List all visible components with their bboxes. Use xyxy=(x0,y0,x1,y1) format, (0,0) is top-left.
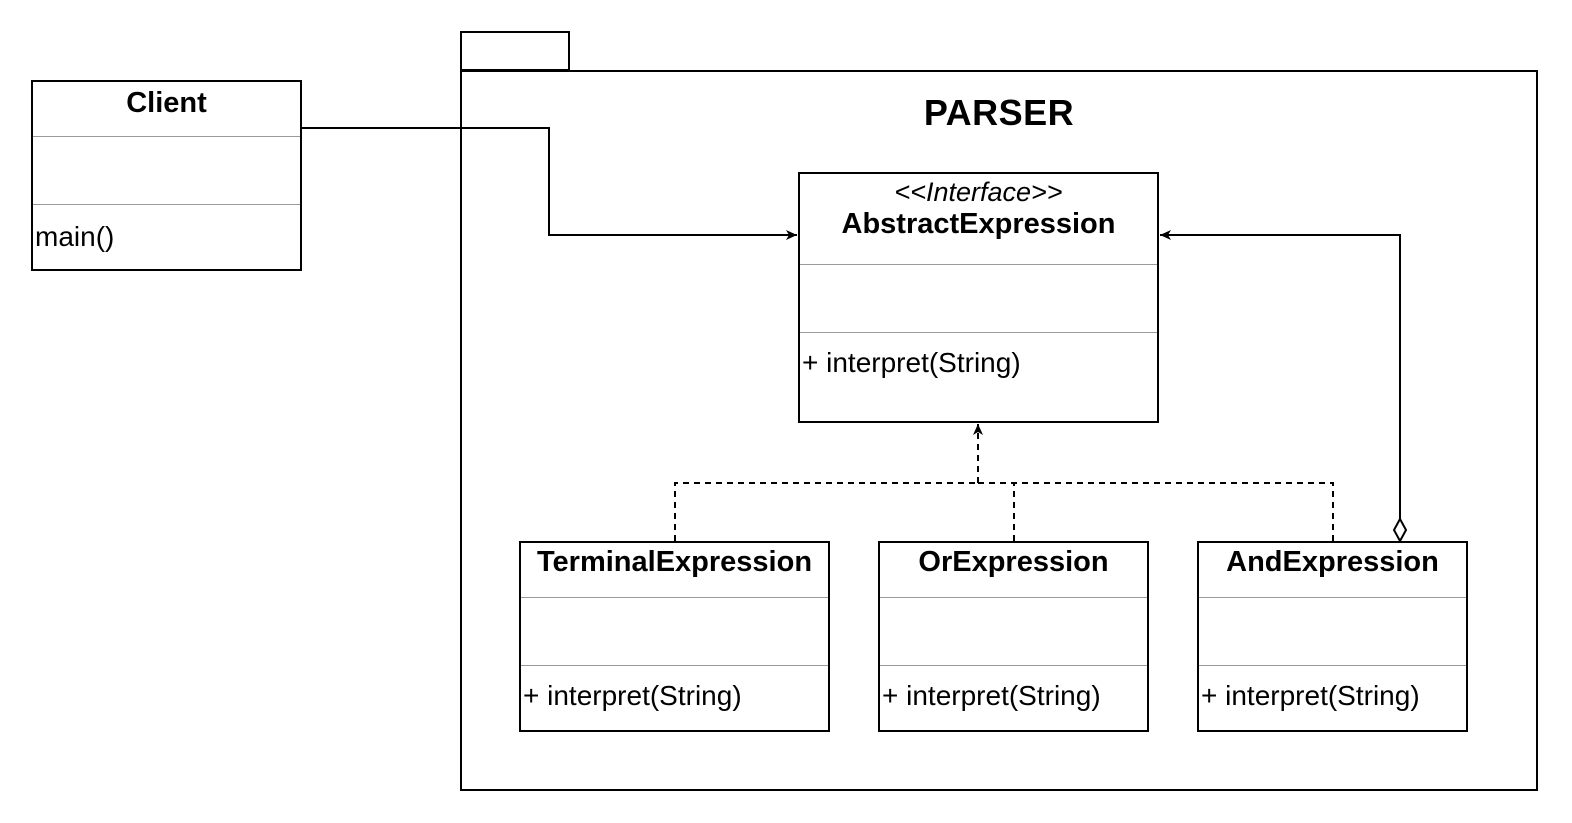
class-or-expression-operations: + interpret(String) xyxy=(880,665,1147,712)
package-tab xyxy=(460,31,570,71)
class-or-expression-header: OrExpression xyxy=(880,543,1147,597)
class-abstract-expression-stereotype: <<Interface>> xyxy=(894,177,1063,207)
association-client-to-abstract-line xyxy=(301,127,797,240)
class-or-expression-attributes xyxy=(880,597,1147,665)
class-client-attributes xyxy=(33,136,300,204)
class-abstract-expression-operation: + interpret(String) xyxy=(802,347,1021,378)
class-terminal-expression-operation: + interpret(String) xyxy=(523,680,742,711)
class-terminal-expression[interactable]: TerminalExpression + interpret(String) xyxy=(519,541,830,732)
class-and-expression-operation: + interpret(String) xyxy=(1201,680,1420,711)
class-abstract-expression-operations: + interpret(String) xyxy=(800,332,1157,379)
class-or-expression-name: OrExpression xyxy=(918,546,1109,578)
class-abstract-expression-attributes xyxy=(800,264,1157,332)
class-terminal-expression-attributes xyxy=(521,597,828,665)
class-abstract-expression-header: <<Interface>> AbstractExpression xyxy=(800,174,1157,264)
class-and-expression-operations: + interpret(String) xyxy=(1199,665,1466,712)
class-terminal-expression-name: TerminalExpression xyxy=(536,546,813,578)
class-client-header: Client xyxy=(33,82,300,136)
package-title: PARSER xyxy=(923,92,1075,133)
realization-and-line xyxy=(978,482,1334,541)
aggregation-and-to-abstract-line xyxy=(1160,230,1401,519)
class-terminal-expression-operations: + interpret(String) xyxy=(521,665,828,712)
class-client[interactable]: Client main() xyxy=(31,80,302,271)
class-and-expression-name: AndExpression xyxy=(1226,546,1439,578)
class-client-operation: main() xyxy=(35,221,115,252)
class-abstract-expression-name: AbstractExpression xyxy=(841,208,1116,240)
class-abstract-expression[interactable]: <<Interface>> AbstractExpression + inter… xyxy=(798,172,1159,423)
class-or-expression-operation: + interpret(String) xyxy=(882,680,1101,711)
class-and-expression[interactable]: AndExpression + interpret(String) xyxy=(1197,541,1468,732)
class-or-expression[interactable]: OrExpression + interpret(String) xyxy=(878,541,1149,732)
class-client-operations: main() xyxy=(33,204,300,253)
package-parser[interactable]: PARSER xyxy=(460,70,1538,791)
realization-terminal-line xyxy=(674,482,978,541)
class-client-name: Client xyxy=(126,87,207,119)
class-and-expression-attributes xyxy=(1199,597,1466,665)
class-terminal-expression-header: TerminalExpression xyxy=(521,543,828,597)
class-and-expression-header: AndExpression xyxy=(1199,543,1466,597)
